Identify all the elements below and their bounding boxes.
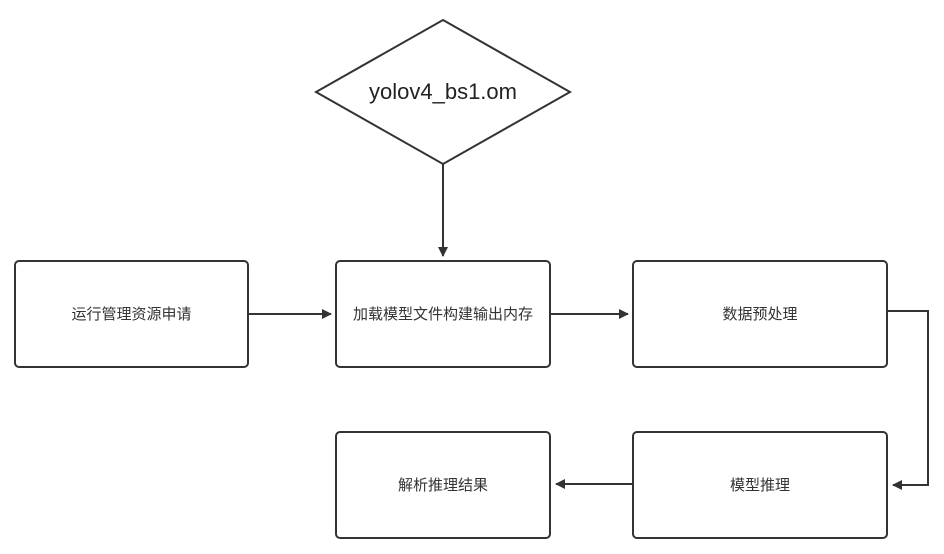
decision-label: yolov4_bs1.om	[369, 79, 517, 104]
node-preprocess: 数据预处理	[632, 260, 888, 368]
node-parse-results: 解析推理结果	[335, 431, 551, 539]
node-preprocess-label: 数据预处理	[722, 305, 798, 323]
node-load-model-label: 加载模型文件构建输出内存	[352, 305, 533, 323]
edge-preprocess-to-inference	[887, 310, 929, 490]
node-load-model: 加载模型文件构建输出内存	[335, 260, 551, 368]
node-resource-request: 运行管理资源申请	[14, 260, 249, 368]
node-inference: 模型推理	[632, 431, 888, 539]
node-parse-results-label: 解析推理结果	[397, 476, 488, 494]
node-inference-label: 模型推理	[729, 476, 790, 494]
node-resource-request-label: 运行管理资源申请	[71, 305, 192, 323]
